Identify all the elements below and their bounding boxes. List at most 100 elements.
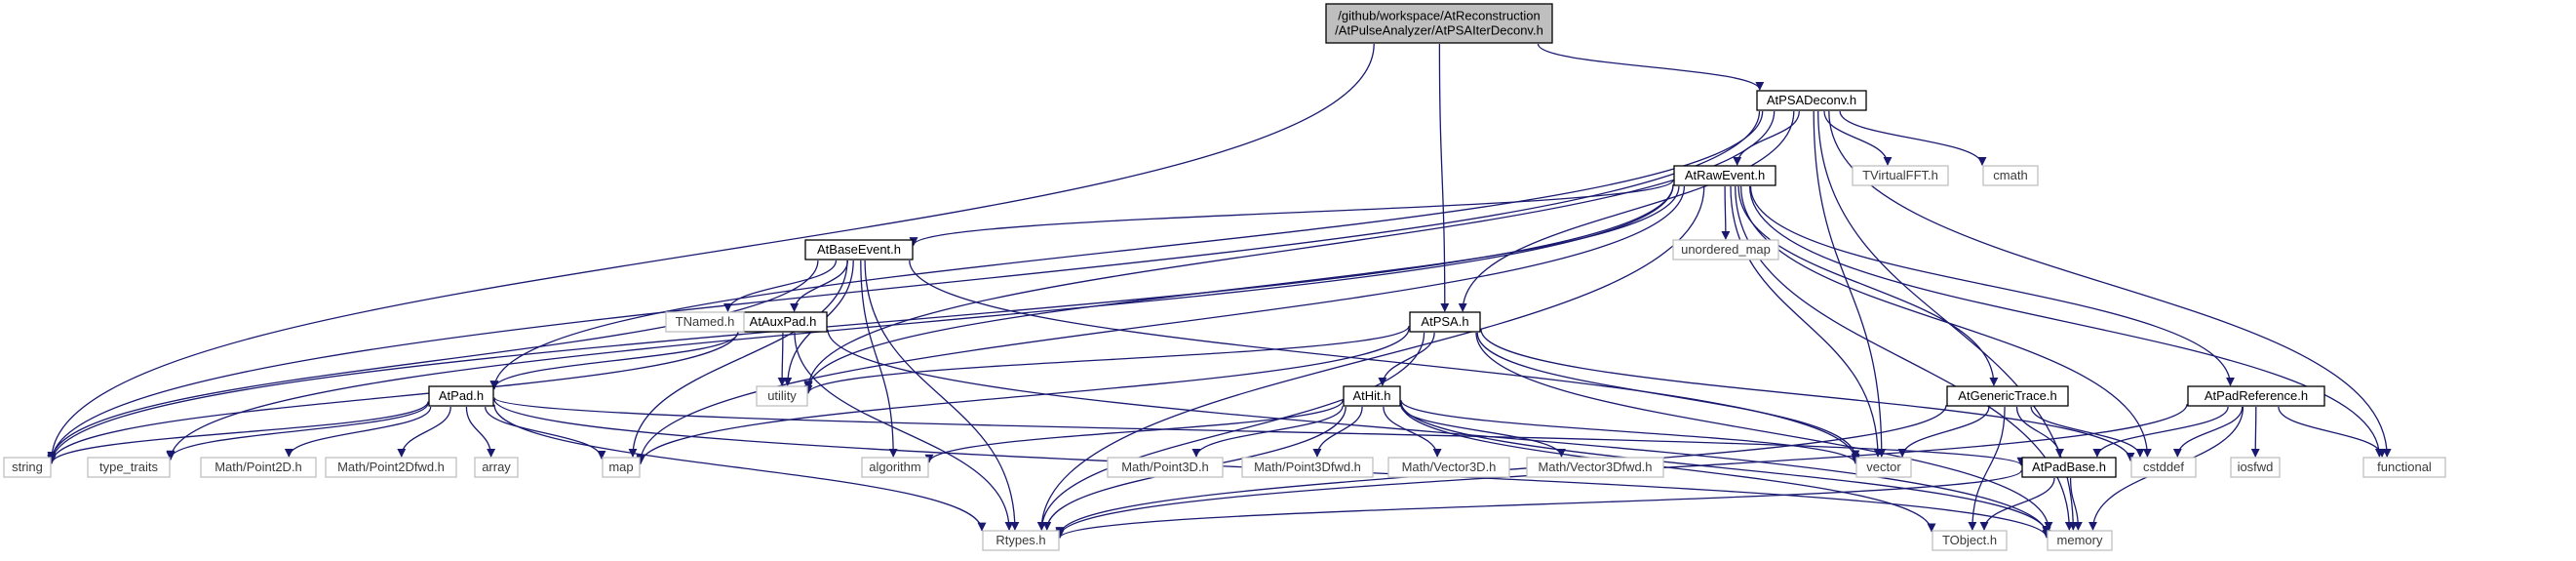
node-ataux[interactable]: AtAuxPad.h: [738, 311, 828, 333]
node-array: array: [474, 457, 519, 478]
node-label: AtBaseEvent.h: [817, 242, 901, 257]
node-unordered_map: unordered_map: [1672, 239, 1779, 260]
node-atpsa[interactable]: AtPSA.h: [1409, 311, 1481, 333]
edge-atpad-to-rtypes: [493, 404, 987, 532]
node-label: AtPad.h: [439, 388, 484, 403]
node-box: [1756, 90, 1867, 111]
edge-athit-to-vector3d: [1383, 406, 1442, 458]
node-iosfwd: iosfwd: [2230, 457, 2281, 478]
node-athit[interactable]: AtHit.h: [1343, 385, 1401, 407]
edge-atbaseevent-to-map: [628, 260, 848, 458]
edge-atbaseevent-to-rtypes: [864, 260, 1020, 531]
edge-atpadbase-to-rtypes: [1055, 469, 2022, 540]
node-atrawevent[interactable]: AtRawEvent.h: [1673, 165, 1776, 186]
edge-atrawevent-to-atpadref: [1749, 185, 2235, 386]
node-box: [1946, 385, 2069, 407]
edge-atpadref-to-functional: [2278, 406, 2387, 458]
node-point2dfwd: Math/Point2Dfwd.h: [325, 457, 457, 478]
node-box: [1409, 311, 1481, 333]
edge-atgeneric-to-cstddef: [2030, 406, 2145, 458]
edge-atbaseevent-to-tnamed: [723, 260, 838, 312]
node-atgeneric[interactable]: AtGenericTrace.h: [1946, 385, 2069, 407]
node-utility: utility: [756, 385, 808, 407]
edge-atrawevent-to-cstddef: [1739, 185, 2152, 458]
edge-atpad-to-map: [485, 406, 606, 460]
edge-atgeneric-to-vector: [1897, 406, 1990, 458]
node-box: [804, 239, 914, 260]
node-root[interactable]: /github/workspace/AtReconstruction/AtPul…: [1325, 3, 1553, 44]
edge-atpsadeconv-to-utility: [803, 110, 1776, 390]
node-atpsadeconv[interactable]: AtPSADeconv.h: [1756, 90, 1867, 111]
edge-atrawevent-to-functional: [1748, 185, 2384, 458]
edge-atbaseevent-to-ataux: [790, 260, 849, 312]
edge-atpsadeconv-to-string: [47, 110, 1761, 463]
node-box: [428, 385, 494, 407]
edge-atpsa-to-map: [636, 328, 1410, 465]
node-point2d: Math/Point2D.h: [200, 457, 317, 478]
node-box: [602, 457, 641, 478]
node-label: Math/Vector3Dfwd.h: [1538, 460, 1652, 474]
node-label: Math/Point3Dfwd.h: [1254, 460, 1361, 474]
node-box: [2187, 385, 2325, 407]
node-label: iosfwd: [2238, 460, 2274, 474]
edge-atpsadeconv-to-atpsa: [1458, 110, 1795, 312]
edge-atpad-to-string: [47, 401, 429, 464]
node-box: [87, 457, 171, 478]
node-label: memory: [2057, 533, 2103, 547]
node-label: Math/Vector3D.h: [1402, 460, 1497, 474]
node-label: unordered_map: [1681, 242, 1771, 257]
node-label: /AtPulseAnalyzer/AtPSAIterDeconv.h: [1335, 23, 1543, 38]
node-box: [1241, 457, 1374, 478]
edge-atrawevent-to-vector: [1730, 185, 1883, 458]
edge-atpsa-to-athit: [1378, 332, 1435, 386]
node-label: cstddef: [2143, 460, 2184, 474]
node-atbaseevent[interactable]: AtBaseEvent.h: [804, 239, 914, 260]
edge-athit-to-algorithm: [924, 400, 1344, 463]
node-label: /github/workspace/AtReconstruction: [1338, 9, 1540, 23]
node-memory: memory: [2047, 530, 2113, 551]
node-label: cmath: [1993, 168, 2027, 182]
node-cmath: cmath: [1982, 165, 2039, 186]
node-atpad[interactable]: AtPad.h: [428, 385, 494, 407]
node-label: AtPSADeconv.h: [1767, 93, 1856, 107]
edge-atbaseevent-to-algorithm: [860, 260, 898, 458]
edge-atbaseevent-to-vector: [909, 260, 1860, 462]
edge-atpad-to-type_traits: [166, 403, 429, 460]
node-box: [1982, 165, 2039, 186]
node-box: [3, 457, 52, 478]
edge-atpad-to-array: [465, 406, 496, 458]
edge-ataux-to-memory: [827, 329, 2051, 537]
node-functional: functional: [2362, 457, 2446, 478]
node-label: AtPSA.h: [1421, 314, 1468, 329]
edge-atpadref-to-cstddef: [2172, 406, 2244, 458]
edge-atrawevent-to-type_traits: [166, 184, 1674, 461]
node-box: [1855, 457, 1912, 478]
node-label: AtGenericTrace.h: [1958, 388, 2056, 403]
node-atpadbase[interactable]: AtPadBase.h: [2021, 457, 2117, 478]
edge-atpad-to-point2d: [284, 406, 432, 458]
node-point3d: Math/Point3D.h: [1107, 457, 1224, 478]
node-label: array: [482, 460, 511, 474]
edge-root-to-string: [47, 43, 1375, 461]
node-box: [665, 311, 745, 333]
node-label: AtPadReference.h: [2205, 388, 2308, 403]
node-box: [325, 457, 457, 478]
node-label: TNamed.h: [676, 314, 735, 329]
edge-athit-to-point3dfwd: [1312, 406, 1363, 458]
edge-atpadbase-to-memory: [2069, 477, 2083, 531]
node-box: [200, 457, 317, 478]
edge-root-to-atpsa: [1438, 43, 1450, 312]
node-map: map: [602, 457, 641, 478]
node-label: AtPadBase.h: [2032, 460, 2106, 474]
node-atpadref[interactable]: AtPadReference.h: [2187, 385, 2325, 407]
edge-atgeneric-to-atpadbase: [2015, 406, 2064, 458]
node-vector: vector: [1855, 457, 1912, 478]
edge-atpad-to-atpadbase: [493, 396, 2026, 466]
node-box: [2047, 530, 2113, 551]
node-label: vector: [1866, 460, 1901, 474]
node-box: [2021, 457, 2117, 478]
node-box: [1672, 239, 1779, 260]
node-box: [1932, 530, 2008, 551]
edge-atpsa-to-memory: [1475, 332, 2053, 531]
edge-atpsadeconv-to-atpad: [489, 110, 1764, 390]
